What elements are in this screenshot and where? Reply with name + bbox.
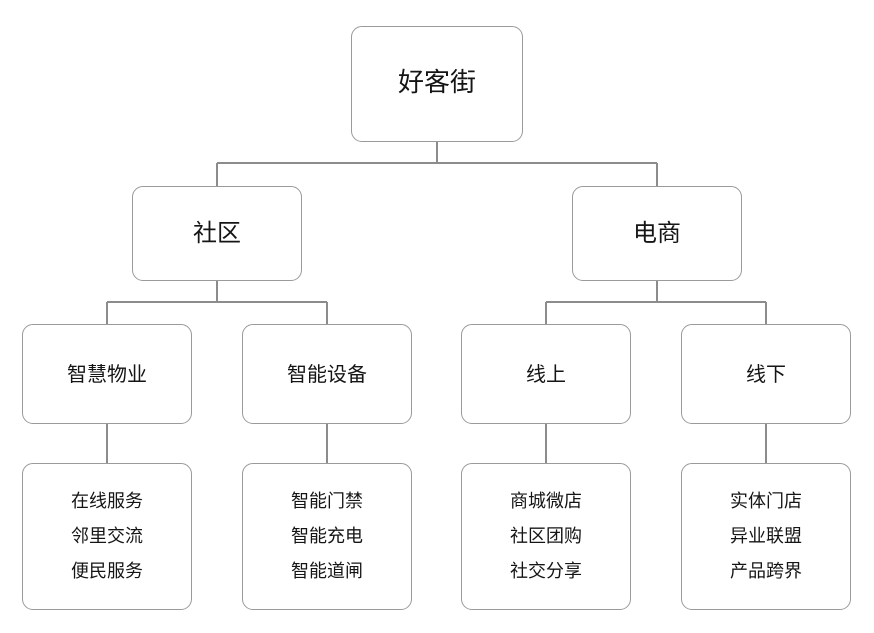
leaf-lines: 商城微店 社区团购 社交分享 xyxy=(510,491,582,583)
leaf-line-1: 实体门店 xyxy=(730,490,802,512)
node-smart-property[interactable]: 智慧物业 xyxy=(22,324,192,424)
node-smart-device-label: 智能设备 xyxy=(287,361,367,386)
leaf-line-3: 产品跨界 xyxy=(730,560,802,582)
leaf-line-2: 智能充电 xyxy=(291,525,363,547)
node-online-label: 线上 xyxy=(526,361,566,386)
node-ecommerce-label: 电商 xyxy=(633,219,681,248)
leaf-line-2: 异业联盟 xyxy=(730,525,802,547)
node-smart-device-items[interactable]: 智能门禁 智能充电 智能道闸 xyxy=(242,463,412,610)
node-online[interactable]: 线上 xyxy=(461,324,631,424)
node-offline-label: 线下 xyxy=(746,361,786,386)
node-community[interactable]: 社区 xyxy=(132,186,302,281)
node-ecommerce[interactable]: 电商 xyxy=(572,186,742,281)
node-online-items[interactable]: 商城微店 社区团购 社交分享 xyxy=(461,463,631,610)
leaf-lines: 智能门禁 智能充电 智能道闸 xyxy=(291,491,363,583)
leaf-line-3: 智能道闸 xyxy=(291,560,363,582)
leaf-lines: 实体门店 异业联盟 产品跨界 xyxy=(730,491,802,583)
node-offline[interactable]: 线下 xyxy=(681,324,851,424)
leaf-line-1: 商城微店 xyxy=(510,490,582,512)
node-community-label: 社区 xyxy=(193,219,241,248)
leaf-lines: 在线服务 邻里交流 便民服务 xyxy=(71,491,143,583)
node-offline-items[interactable]: 实体门店 异业联盟 产品跨界 xyxy=(681,463,851,610)
node-root-label: 好客街 xyxy=(397,68,476,99)
leaf-line-2: 邻里交流 xyxy=(71,525,143,547)
node-community-services[interactable]: 在线服务 邻里交流 便民服务 xyxy=(22,463,192,610)
leaf-line-1: 在线服务 xyxy=(71,490,143,512)
node-root[interactable]: 好客街 xyxy=(351,26,523,142)
leaf-line-1: 智能门禁 xyxy=(291,490,363,512)
node-smart-device[interactable]: 智能设备 xyxy=(242,324,412,424)
node-smart-property-label: 智慧物业 xyxy=(67,361,147,386)
leaf-line-3: 便民服务 xyxy=(71,560,143,582)
leaf-line-3: 社交分享 xyxy=(510,560,582,582)
leaf-line-2: 社区团购 xyxy=(510,525,582,547)
